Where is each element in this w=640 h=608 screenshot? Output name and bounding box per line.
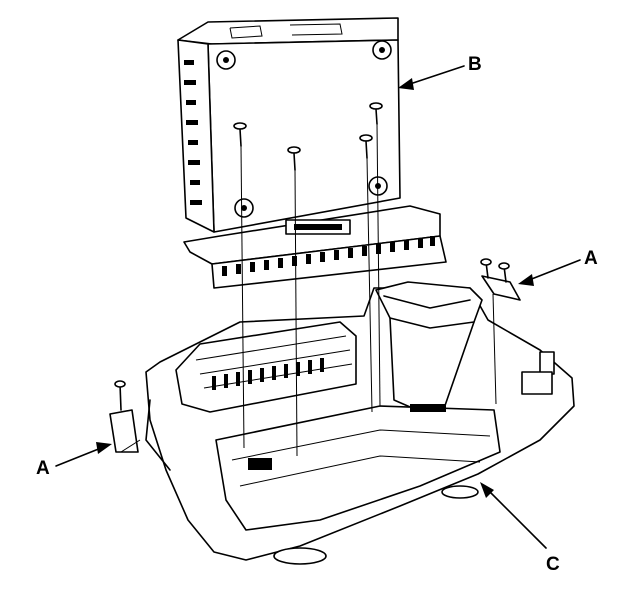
callout-a-left-label: A bbox=[36, 458, 50, 479]
callout-a-left: A bbox=[36, 442, 112, 479]
screw-icon bbox=[369, 102, 383, 125]
callout-c-label: C bbox=[546, 554, 560, 575]
callout-a-right: A bbox=[518, 248, 598, 286]
unit-b bbox=[177, 17, 401, 233]
console-housing-c bbox=[145, 281, 575, 565]
screw-icon bbox=[287, 146, 301, 171]
screw-icon bbox=[233, 122, 247, 147]
fitting-a-left bbox=[109, 380, 139, 453]
screw-icon bbox=[359, 134, 373, 159]
assembly-guide-lines bbox=[120, 123, 497, 457]
callout-c: C bbox=[480, 482, 560, 575]
fitting-a-right bbox=[480, 258, 521, 301]
mounting-bracket bbox=[183, 205, 447, 289]
callout-b: B bbox=[398, 54, 482, 90]
callout-a-right-label: A bbox=[584, 248, 598, 269]
callout-b-label: B bbox=[468, 54, 482, 75]
